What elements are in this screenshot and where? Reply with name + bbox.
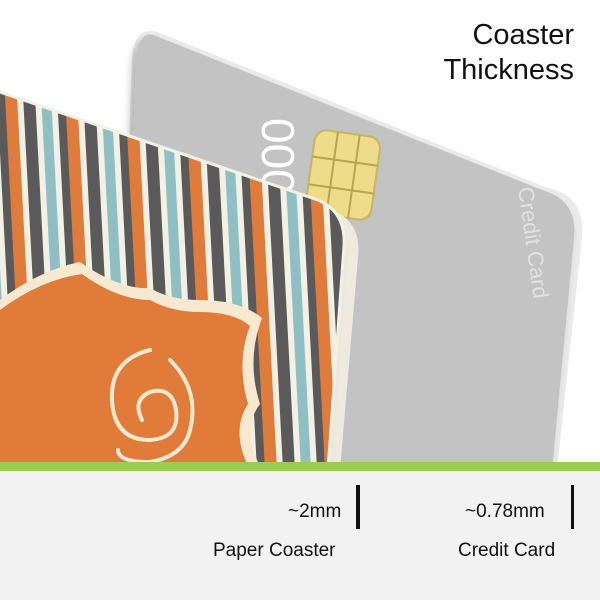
monogram-badge [0,262,262,470]
card-thickness-bar [571,485,574,529]
monogram-letter-icon [109,348,195,465]
title-line-2: Thickness [443,54,574,86]
paper-thickness-bar [356,485,360,529]
chip-contacts [308,131,378,219]
title-line-1: Coaster [472,19,574,51]
paper-coaster [0,90,359,471]
card-thickness-value: ~0.78mm [465,501,545,522]
paper-coaster-label: Paper Coaster [213,540,336,561]
credit-card-label: Credit Card [458,540,556,561]
page-title: Coaster Thickness [443,18,574,88]
accent-divider [0,462,600,471]
paper-thickness-value: ~2mm [288,501,342,522]
measurement-panel: ~2mm Paper Coaster ~0.78mm Credit Card [0,471,600,600]
paper-coaster-rim [0,90,346,471]
